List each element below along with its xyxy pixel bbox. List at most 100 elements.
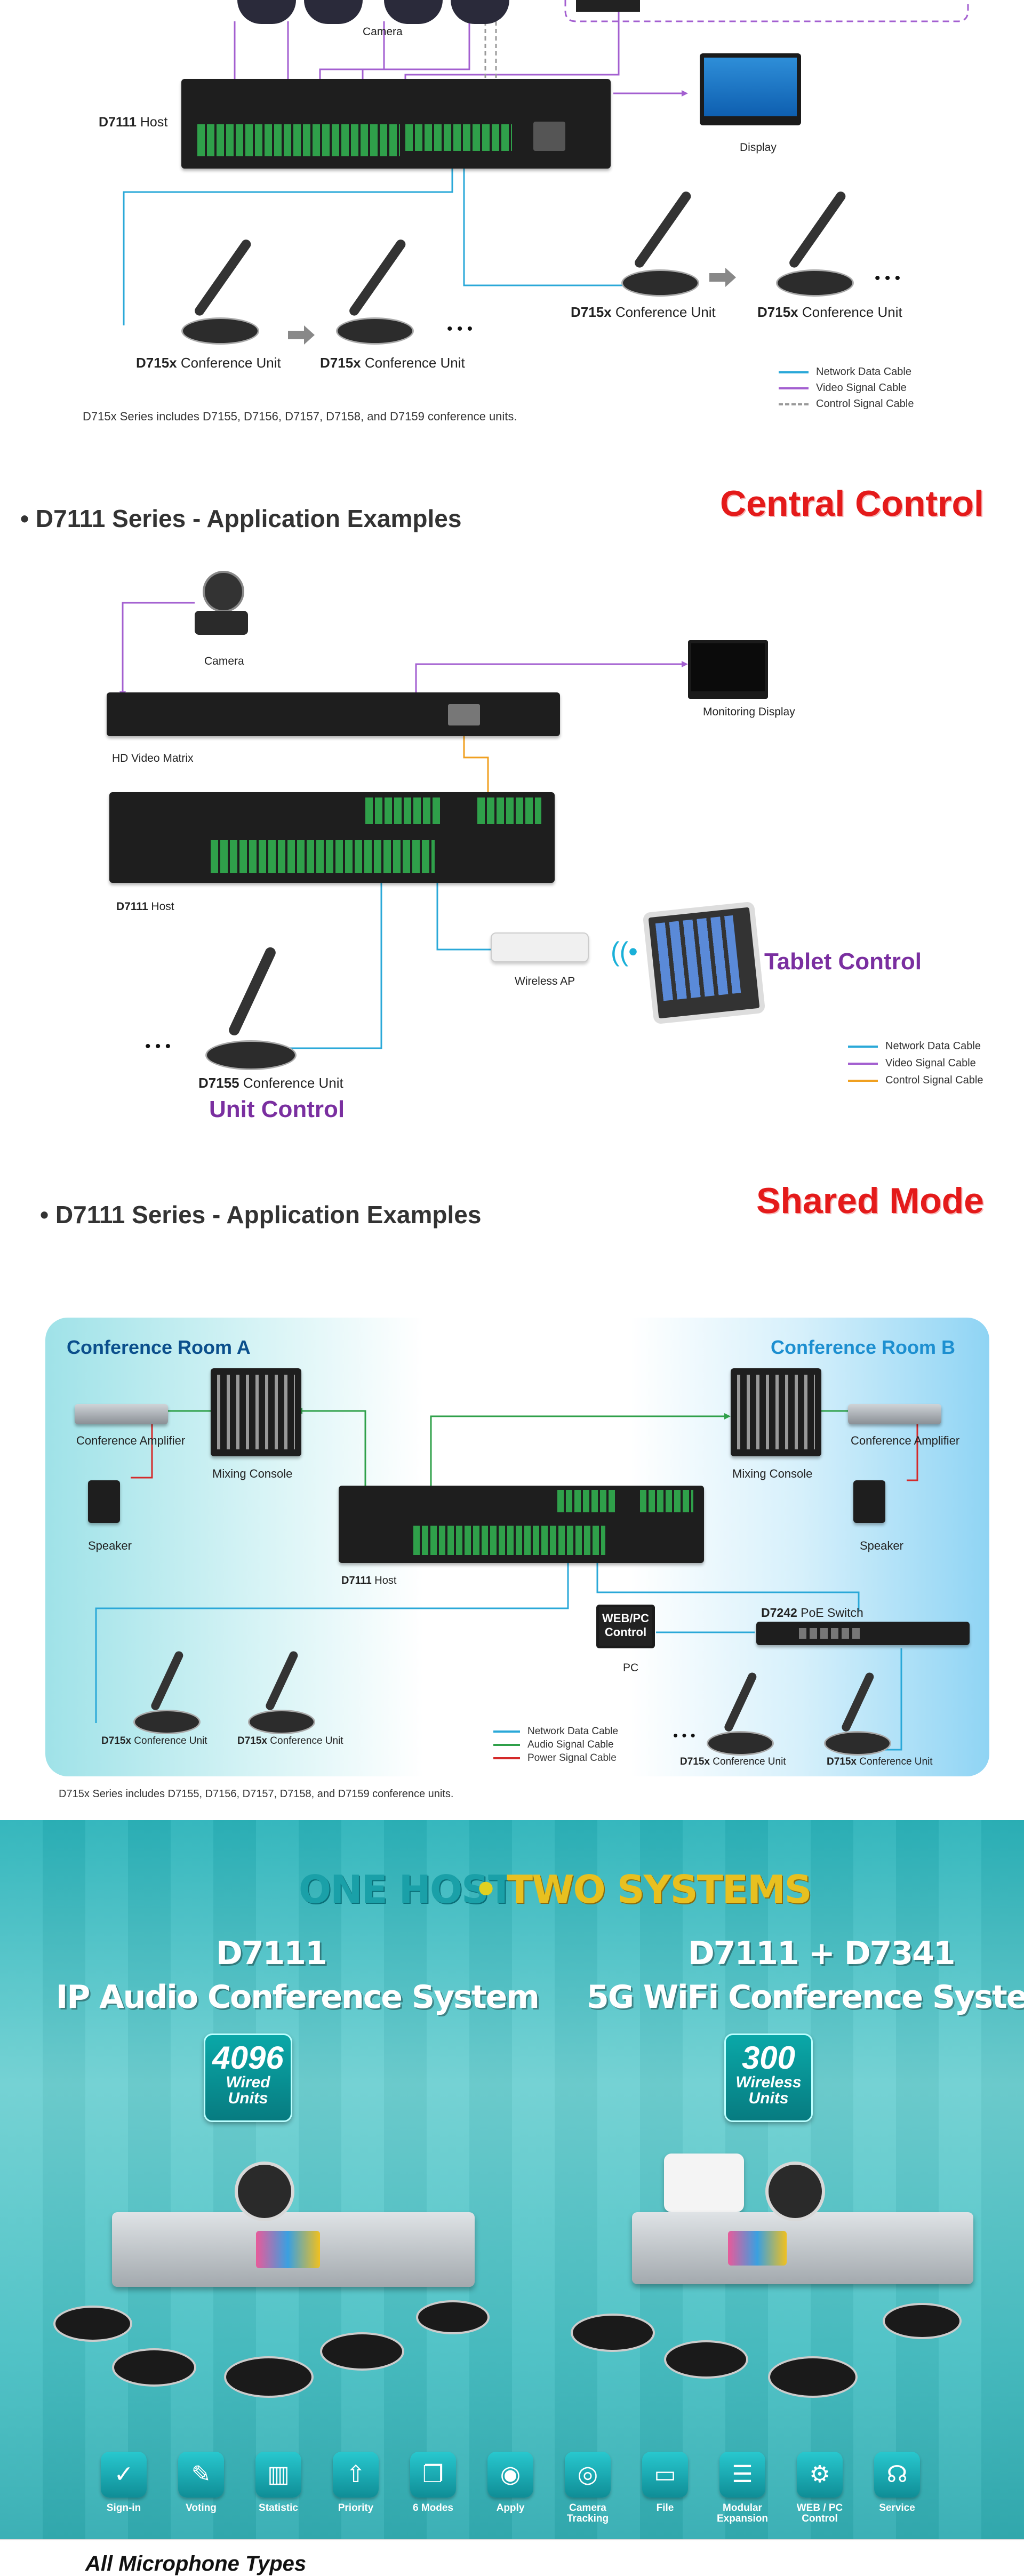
section-title: • D7111 Series - Application Examples xyxy=(20,505,462,532)
pc-monitor-icon: WEB/PC Control xyxy=(596,1605,655,1648)
amplifier-icon xyxy=(75,1404,168,1424)
feature-sign-in: ✓Sign-in xyxy=(94,2452,153,2514)
pen-icon: ✎ xyxy=(178,2452,224,2498)
mode-title: Central Control xyxy=(720,483,984,524)
conference-unit-icon xyxy=(664,2340,748,2379)
conference-unit-icon xyxy=(776,176,854,297)
left-model: D7111 xyxy=(216,1935,327,1972)
mixer-icon xyxy=(211,1368,301,1456)
unit-label: D715x Conference Unit xyxy=(320,355,465,371)
feature-modes: ❐6 Modes xyxy=(404,2452,462,2514)
section1-cables xyxy=(123,0,969,345)
feature-apply: ◉Apply xyxy=(481,2452,540,2514)
unit-label: D715x Conference Unit xyxy=(101,1735,207,1746)
heading-dot: • xyxy=(474,1867,498,1912)
wireless-ap-icon xyxy=(491,932,589,962)
room-b-title: Conference Room B xyxy=(771,1336,956,1358)
wired-units-badge: 4096 Wired Units xyxy=(204,2033,292,2122)
display-icon xyxy=(700,53,801,125)
series-note: D715x Series includes D7155, D7156, D715… xyxy=(83,410,517,423)
ellipsis: • • • xyxy=(145,1038,171,1055)
conference-unit-icon xyxy=(621,176,699,297)
pc-label: PC xyxy=(623,1662,639,1674)
unit-label: D715x Conference Unit xyxy=(680,1756,786,1767)
feature-camera-tracking: ◎Camera Tracking xyxy=(558,2452,617,2524)
monitor-icon xyxy=(688,640,768,699)
conference-unit-icon xyxy=(248,1646,315,1734)
ellipsis: • • • xyxy=(447,320,473,338)
feature-priority: ⇧Priority xyxy=(326,2452,385,2514)
host-device xyxy=(181,79,611,169)
ptz-camera-icon xyxy=(195,571,248,640)
layers-icon: ❐ xyxy=(410,2452,456,2498)
camera-label: Camera xyxy=(204,655,244,667)
legend-control: Control Signal Cable xyxy=(848,1074,983,1087)
legend-control: Control Signal Cable xyxy=(779,398,914,410)
video-matrix-device xyxy=(107,692,560,736)
speaker-label: Speaker xyxy=(88,1539,132,1552)
ap-label: Wireless AP xyxy=(515,975,575,987)
conference-unit-icon xyxy=(883,2303,962,2339)
pc-screen-text: WEB/PC Control xyxy=(599,1607,652,1646)
amp-label: Conference Amplifier xyxy=(76,1434,186,1447)
gear-icon: ⚙ xyxy=(797,2452,843,2498)
camera-icon xyxy=(765,2162,825,2221)
feature-statistic: ▥Statistic xyxy=(249,2452,308,2514)
bar-chart-icon: ▥ xyxy=(255,2452,301,2498)
mixer-label: Mixing Console xyxy=(212,1467,293,1480)
conference-unit-icon xyxy=(112,2348,196,2387)
host-device xyxy=(339,1486,704,1563)
two-systems-heading: TWO SYSTEMS xyxy=(507,1867,812,1912)
headset-icon: ☊ xyxy=(874,2452,920,2498)
feature-service: ☊Service xyxy=(868,2452,926,2514)
camera-icon xyxy=(235,2162,294,2221)
legend-power: Power Signal Cable xyxy=(493,1752,617,1764)
tablet-control-label: Tablet Control xyxy=(764,948,922,975)
camera-icon: ◎ xyxy=(565,2452,611,2498)
wifi-access-point-image xyxy=(664,2154,744,2212)
bottom-band: All Microphone Types xyxy=(0,2539,1024,2576)
tablet-icon xyxy=(642,901,766,1025)
host-label: D7111 Host xyxy=(341,1575,397,1586)
conference-unit-icon xyxy=(320,2332,404,2371)
ellipsis: • • • xyxy=(875,269,901,287)
speaker-icon xyxy=(853,1480,885,1523)
unit-label: D715x Conference Unit xyxy=(237,1735,343,1746)
switch-label: D7242 PoE Switch xyxy=(761,1606,863,1620)
matrix-label: HD Video Matrix xyxy=(112,752,194,764)
promo-banner: ONE HOST • TWO SYSTEMS D7111 IP Audio Co… xyxy=(0,1820,1024,2576)
conference-unit-icon xyxy=(824,1667,891,1756)
host-device xyxy=(109,792,555,883)
all-microphone-types-heading: All Microphone Types xyxy=(85,2552,307,2575)
conference-unit-icon xyxy=(336,224,414,345)
poe-switch-icon xyxy=(756,1622,970,1645)
host-unit-image xyxy=(632,2212,973,2284)
unit-label: D715x Conference Unit xyxy=(571,304,716,320)
right-model: D7111 + D7341 xyxy=(688,1935,956,1972)
speaker-label: Speaker xyxy=(860,1539,903,1552)
priority-icon: ⇧ xyxy=(333,2452,379,2498)
apply-icon: ◉ xyxy=(487,2452,533,2498)
legend-network: Network Data Cable xyxy=(848,1040,981,1052)
host-label: D7111 Host xyxy=(99,115,168,130)
monitor-label: Monitoring Display xyxy=(703,706,795,718)
conference-unit-icon xyxy=(416,2300,490,2334)
host-label: D7111 Host xyxy=(116,900,174,913)
conference-unit-icon xyxy=(53,2306,132,2342)
section-title: • D7111 Series - Application Examples xyxy=(40,1201,482,1229)
legend-network: Network Data Cable xyxy=(779,366,911,378)
display-label: Display xyxy=(740,141,777,154)
folder-icon: ▭ xyxy=(642,2452,688,2498)
mixer-icon xyxy=(731,1368,821,1456)
conference-unit-icon xyxy=(768,2356,858,2398)
unit-control-label: Unit Control xyxy=(209,1096,345,1122)
room-a-title: Conference Room A xyxy=(67,1336,251,1358)
series-note: D715x Series includes D7155, D7156, D715… xyxy=(59,1788,454,1800)
feature-file: ▭File xyxy=(636,2452,694,2514)
speaker-icon xyxy=(88,1480,120,1523)
conference-unit-icon xyxy=(707,1667,774,1756)
unit-label: D7155 Conference Unit xyxy=(198,1075,343,1091)
left-system: IP Audio Conference System xyxy=(56,1979,540,2016)
conference-unit-icon xyxy=(133,1646,201,1734)
